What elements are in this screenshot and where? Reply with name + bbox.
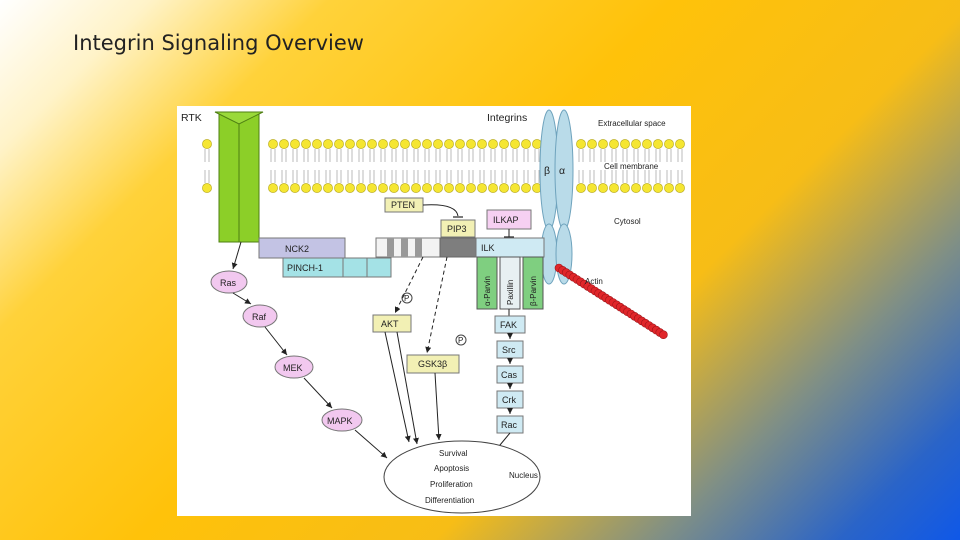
mapk-node bbox=[321, 408, 363, 432]
nck2-label: NCK2 bbox=[285, 244, 309, 254]
extracellular-label: Extracellular space bbox=[598, 119, 666, 128]
cas-label: Cas bbox=[501, 370, 518, 380]
akt-box bbox=[372, 314, 412, 333]
mek-node bbox=[274, 355, 314, 379]
crk-label: Crk bbox=[502, 395, 516, 405]
nucleus-label: Nucleus bbox=[509, 471, 538, 480]
ilk-complex bbox=[375, 237, 545, 258]
actin-label: Actin bbox=[585, 277, 603, 286]
gsk-box bbox=[406, 354, 460, 374]
actin-filament bbox=[554, 263, 668, 339]
rtk-receptor bbox=[214, 111, 264, 243]
raf-node bbox=[242, 304, 278, 328]
nucleus bbox=[383, 440, 541, 514]
mek-label: MEK bbox=[283, 363, 303, 373]
mapk-label: MAPK bbox=[327, 416, 353, 426]
pten-label: PTEN bbox=[391, 200, 415, 210]
fak-label: FAK bbox=[500, 320, 517, 330]
cell-membrane-bilayer bbox=[202, 139, 685, 193]
ras-node bbox=[210, 270, 248, 294]
alpha-label: α bbox=[559, 165, 565, 177]
phospho-gsk-marker bbox=[455, 334, 467, 346]
ilk-label: ILK bbox=[481, 243, 495, 253]
cytosol-label: Cytosol bbox=[614, 217, 641, 226]
pathway-diagram: RTK Integrins β α Extracellular space Ce… bbox=[181, 109, 685, 514]
phospho-gsk-label: P bbox=[458, 336, 463, 345]
slide-title: Integrin Signaling Overview bbox=[73, 31, 364, 55]
rtk-label: RTK bbox=[181, 112, 202, 124]
beta-parvin-label: β-Parvin bbox=[529, 276, 538, 306]
integrin-pathway-figure: RTK Integrins β α Extracellular space Ce… bbox=[177, 106, 691, 516]
alpha-parvin-box bbox=[476, 256, 498, 310]
outcome-differentiation: Differentiation bbox=[425, 496, 474, 505]
pip3-label: PIP3 bbox=[447, 224, 467, 234]
paxillin-label: Paxillin bbox=[506, 280, 515, 305]
beta-label: β bbox=[544, 165, 550, 177]
rac-label: Rac bbox=[501, 420, 518, 430]
pinch-label: PINCH-1 bbox=[287, 263, 323, 273]
ras-label: Ras bbox=[220, 278, 237, 288]
gsk-label: GSK3β bbox=[418, 359, 447, 369]
integrins-label: Integrins bbox=[487, 112, 527, 124]
src-label: Src bbox=[502, 345, 516, 355]
akt-label: AKT bbox=[381, 319, 399, 329]
pinch-box bbox=[282, 257, 392, 278]
integrin-receptor bbox=[539, 109, 574, 285]
ilkap-label: ILKAP bbox=[493, 215, 519, 225]
outcome-survival: Survival bbox=[439, 449, 468, 458]
pip3-box bbox=[440, 219, 476, 238]
membrane-label: Cell membrane bbox=[604, 162, 659, 171]
alpha-parvin-label: α-Parvin bbox=[483, 276, 492, 306]
outcome-proliferation: Proliferation bbox=[430, 480, 473, 489]
phospho-akt-label: P bbox=[404, 294, 409, 303]
beta-parvin-box bbox=[522, 256, 544, 310]
phospho-akt-marker bbox=[401, 292, 413, 304]
raf-label: Raf bbox=[252, 312, 267, 322]
outcome-apoptosis: Apoptosis bbox=[434, 464, 469, 473]
paxillin-box bbox=[499, 256, 521, 310]
